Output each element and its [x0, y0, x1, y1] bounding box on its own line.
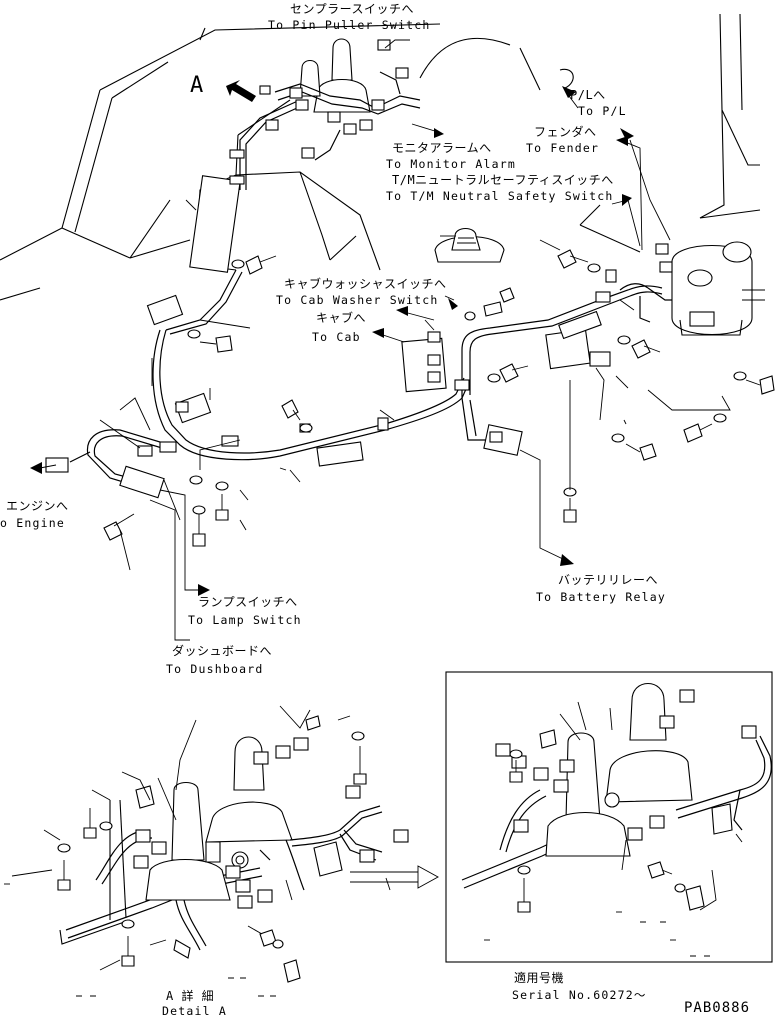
- dash-marks: [4, 419, 710, 997]
- main-leaders: [99, 199, 731, 571]
- main-harness: [69, 71, 672, 491]
- label-washer-jp: キャブウォッシャスイッチへ: [284, 276, 447, 291]
- label-pin-puller-jp: センプラースイッチへ: [290, 2, 414, 16]
- label-pl-jp: P/Lへ: [570, 88, 606, 102]
- label-lamp-en: To Lamp Switch: [188, 613, 302, 627]
- label-pl-en: To P/L: [578, 104, 627, 118]
- label-serial-jp: 適用号機: [514, 970, 564, 985]
- label-neutral-jp: T/Mニュートラルセーフティスイッチへ: [392, 173, 614, 187]
- label-lamp-jp: ランプスイッチへ: [198, 595, 298, 609]
- main-connectors: [45, 39, 673, 499]
- label-neutral-en: To T/M Neutral Safety Switch: [386, 189, 613, 203]
- view-arrow-a: [226, 80, 256, 102]
- label-monitor-en: To Monitor Alarm: [386, 157, 516, 171]
- label-pin-puller-en: To Pin Puller Switch: [268, 18, 430, 32]
- label-washer-en: To Cab Washer Switch: [276, 293, 438, 307]
- shift-lever-top: [299, 38, 371, 113]
- label-serial-en: Serial No.60272～: [512, 988, 647, 1002]
- label-monitor-jp: モニタアラームへ: [392, 141, 492, 155]
- view-mark-a: A: [190, 73, 203, 98]
- label-dash-jp: ダッシュボードへ: [172, 643, 272, 658]
- drawing-code: PAB0886: [684, 1000, 750, 1016]
- label-fender-jp: フェンダへ: [534, 124, 597, 139]
- detail-a-left: [11, 705, 439, 983]
- text-labels: センプラースイッチへ To Pin Puller Switch P/Lへ To …: [0, 2, 750, 1018]
- neutral-switch-boot: [434, 227, 505, 263]
- reservoir-tank: [671, 241, 765, 336]
- label-fender-en: To Fender: [526, 141, 599, 155]
- serial-inset: [445, 671, 773, 963]
- label-cab-en: To Cab: [312, 330, 361, 344]
- label-dash-en: To Dushboard: [166, 662, 263, 676]
- label-detail-en: Detail A: [162, 1004, 227, 1016]
- machine-frame: [0, 13, 761, 301]
- label-detail-jp: A 詳 細: [166, 988, 214, 1003]
- main-arrows: [30, 39, 671, 641]
- label-battery-jp: バッテリリレーへ: [558, 573, 658, 587]
- label-engine-jp: エンジンへ: [6, 499, 69, 513]
- label-cab-jp: キャブへ: [316, 310, 366, 325]
- main-bolts: [103, 249, 775, 547]
- label-battery-en: To Battery Relay: [536, 590, 666, 604]
- label-engine-en: o Engine: [0, 516, 65, 530]
